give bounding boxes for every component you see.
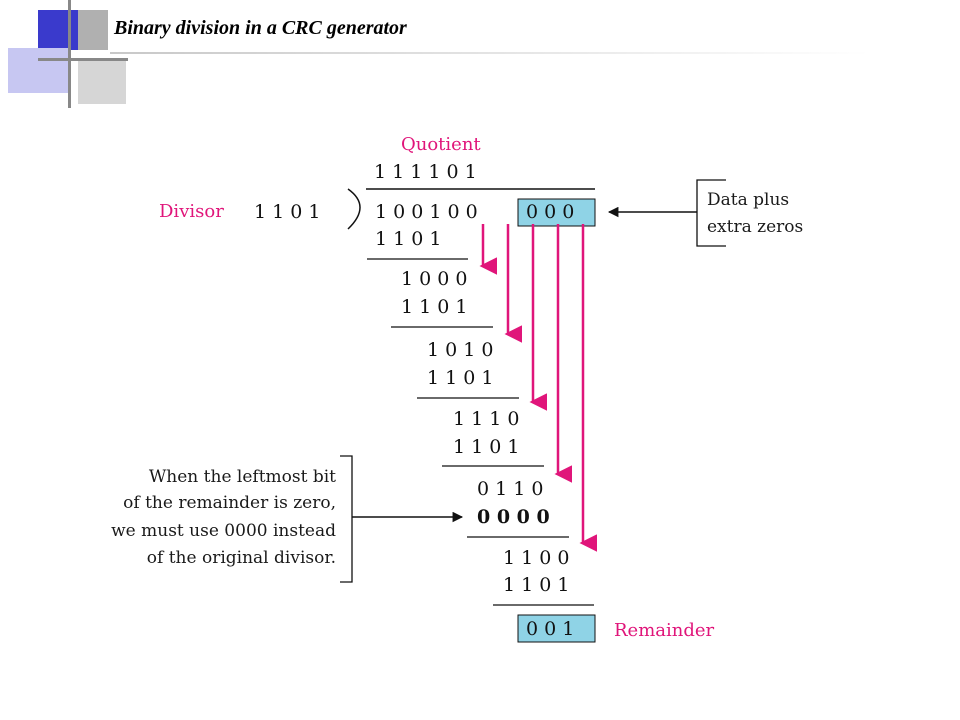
- extra-zeros-highlight: [517, 198, 596, 227]
- slide-title: Binary division in a CRC generator: [114, 17, 407, 39]
- corner-decoration: [38, 10, 78, 50]
- subtrahend-5: 0 0 0 0: [477, 506, 550, 528]
- corner-decoration: [38, 58, 128, 61]
- corner-decoration: [78, 10, 108, 50]
- data-note-line2: extra zeros: [707, 217, 803, 237]
- division-bracket: [347, 188, 361, 230]
- subtrahend-4: 1 1 0 1: [453, 436, 519, 458]
- divisor-bits: 1 1 0 1: [254, 201, 320, 223]
- remainder-bits: 0 0 1: [526, 618, 574, 640]
- subtrahend-1: 1 1 0 1: [375, 228, 441, 250]
- note-line1: When the leftmost bit: [149, 467, 336, 487]
- title-divider: [110, 52, 870, 54]
- subtrahend-2: 1 1 0 1: [401, 296, 467, 318]
- corner-decoration: [8, 48, 68, 93]
- corner-decoration: [78, 60, 126, 104]
- note-line3: we must use 0000 instead: [111, 521, 336, 541]
- partial-5: 0 1 1 0: [477, 478, 543, 500]
- quotient-bits: 1 1 1 1 0 1: [374, 161, 477, 183]
- partial-2: 1 0 0 0: [401, 268, 467, 290]
- note-bracket: [340, 455, 353, 583]
- remainder-label: Remainder: [614, 620, 715, 641]
- data-note-line1: Data plus: [707, 190, 789, 210]
- note-line4: of the original divisor.: [147, 548, 336, 568]
- quotient-label: Quotient: [401, 134, 481, 155]
- subtrahend-3: 1 1 0 1: [427, 367, 493, 389]
- remainder-highlight: [517, 614, 596, 643]
- partial-6: 1 1 0 0: [503, 547, 569, 569]
- dividend-data-bits: 1 0 0 1 0 0: [375, 201, 478, 223]
- corner-decoration: [68, 0, 71, 108]
- dividend-zero-bits: 0 0 0: [526, 201, 574, 223]
- partial-3: 1 0 1 0: [427, 339, 493, 361]
- note-line2: of the remainder is zero,: [123, 493, 336, 513]
- partial-4: 1 1 1 0: [453, 408, 519, 430]
- divisor-label: Divisor: [159, 201, 224, 222]
- data-note-bracket: [696, 179, 726, 247]
- subtrahend-6: 1 1 0 1: [503, 574, 569, 596]
